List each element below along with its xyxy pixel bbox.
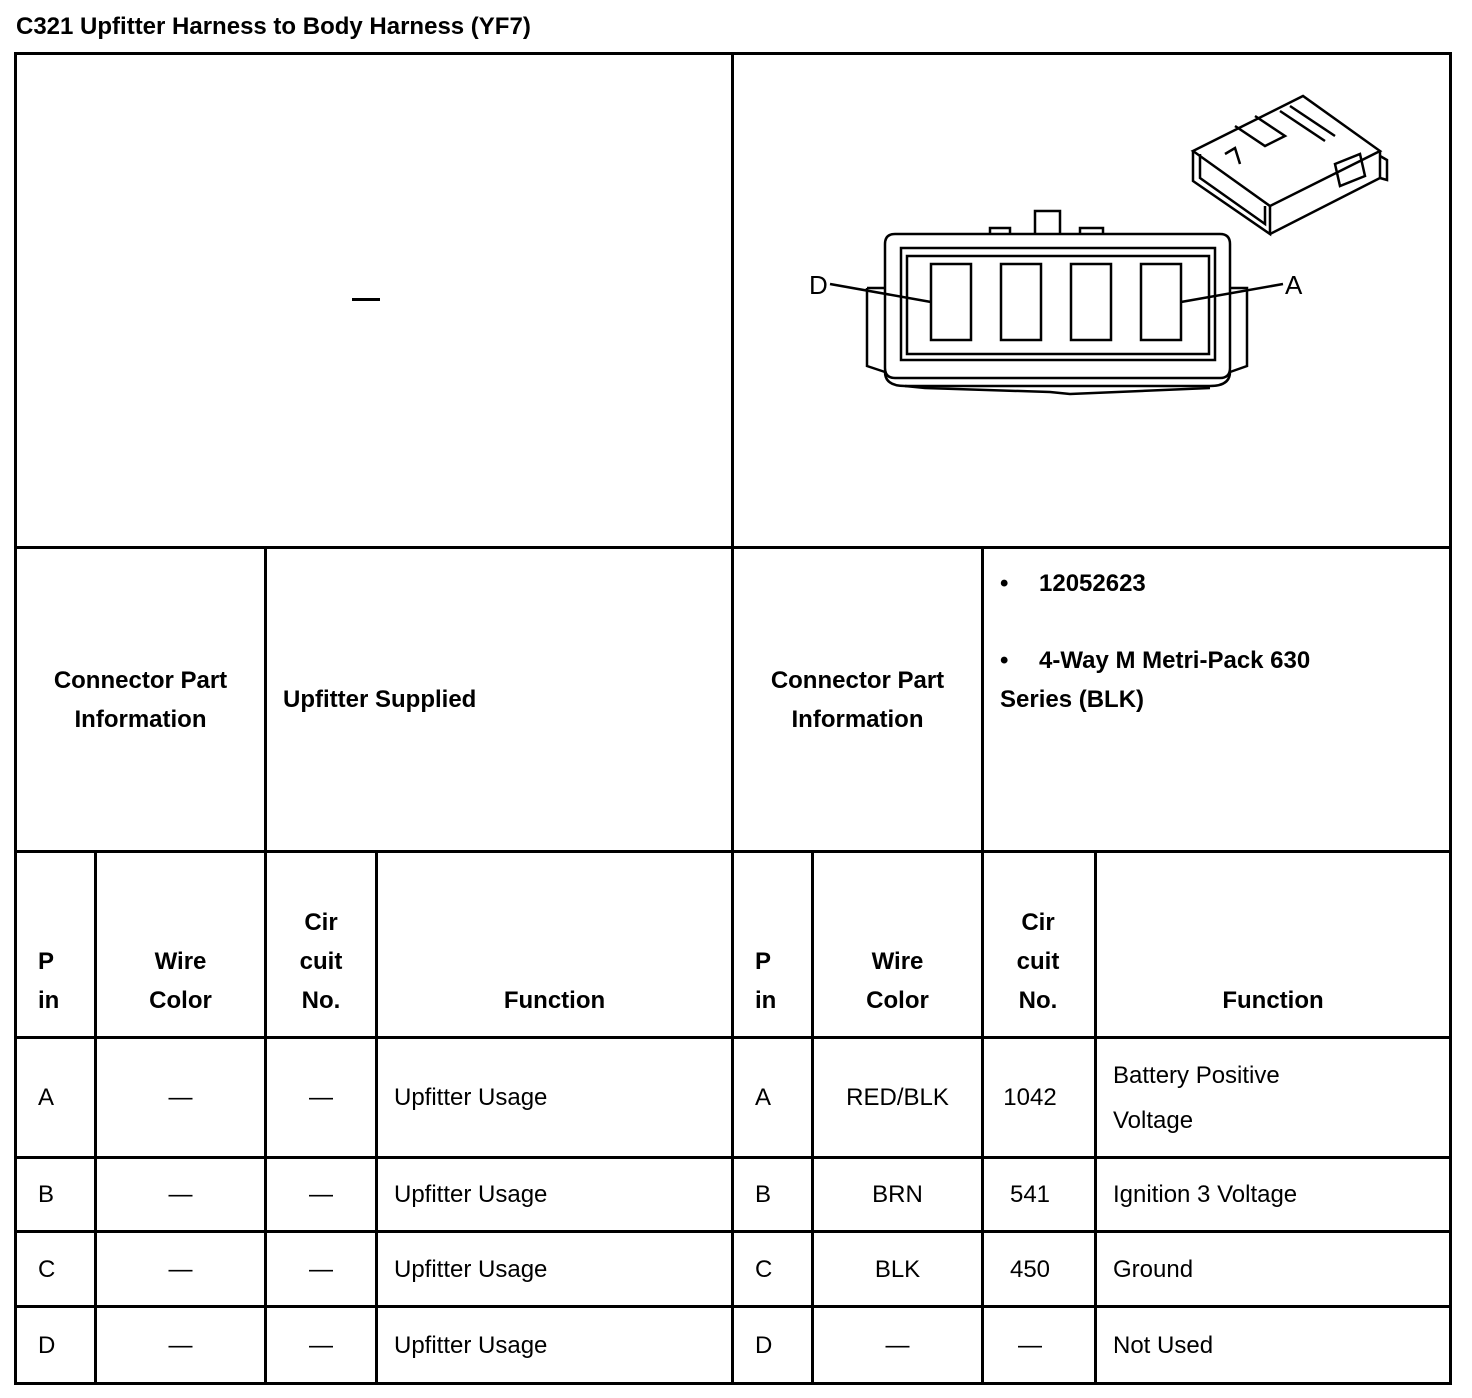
wire-color-cell: RED/BLK [846, 1084, 949, 1111]
grid-line [981, 546, 984, 1385]
wire-color-cell: — [168, 1255, 193, 1283]
grid-line [16, 1230, 1452, 1233]
grid-line [731, 52, 734, 1385]
function-cell: Ignition 3 Voltage [1113, 1181, 1298, 1208]
connector-part-info-value-left: Upfitter Supplied [283, 686, 477, 713]
connector-part-info-label-left: Connector Part Information [53, 666, 228, 733]
pin-cell: C [755, 1255, 773, 1283]
wire-color-cell: BRN [872, 1181, 923, 1208]
pin-cell: B [755, 1181, 772, 1208]
wire-color-cell: — [168, 1084, 193, 1111]
grid-line [1094, 850, 1097, 1385]
wire-color-cell: — [168, 1331, 193, 1359]
pin-a-label: A [1285, 270, 1303, 300]
grid-line [375, 850, 378, 1385]
function-cell: Ground [1113, 1255, 1194, 1283]
grid-line [16, 1382, 1452, 1385]
page-title: C321 Upfitter Harness to Body Harness (Y… [16, 13, 531, 40]
circuit-cell: — [309, 1084, 333, 1111]
circuit-cell: — [309, 1331, 333, 1359]
grid-line [16, 546, 1452, 549]
circuit-cell: — [1018, 1331, 1042, 1359]
wire-color-cell: BLK [874, 1255, 921, 1283]
function-cell: Upfitter Usage [394, 1181, 548, 1208]
wire-color-cell: — [885, 1331, 910, 1359]
function-cell: Upfitter Usage [394, 1331, 548, 1359]
grid-line [16, 1305, 1452, 1308]
pin-cell: A [755, 1084, 772, 1111]
grid-line [16, 52, 1452, 55]
grid-line [1449, 52, 1452, 1385]
grid-line [14, 52, 17, 1385]
grid-line [94, 850, 97, 1385]
pin-cell: D [755, 1331, 773, 1359]
grid-line [16, 1156, 1452, 1159]
grid-line [16, 1036, 1452, 1039]
list-item: • 4-Way M Metri-Pack 630 Series (BLK) [1000, 647, 1311, 713]
grid-line [264, 546, 267, 1385]
connector-face [829, 209, 1284, 396]
circuit-cell: 541 [1009, 1181, 1051, 1208]
circuit-cell: 1042 [1003, 1084, 1057, 1111]
connector-3d-icon [1190, 94, 1389, 237]
header-function-right: Function [1222, 987, 1324, 1014]
function-cell: Upfitter Usage [394, 1084, 548, 1111]
list-item: • 12052623 [1000, 570, 1146, 597]
circuit-cell: — [309, 1181, 333, 1208]
header-function-left: Function [503, 987, 606, 1014]
empty-image-placeholder [352, 298, 380, 301]
connector-illustration: D A [809, 94, 1389, 396]
pin-d-label: D [809, 270, 828, 300]
pin-cell: C [38, 1255, 56, 1283]
connector-part-list: • 12052623 • 4-Way M Metri-Pack 630 Seri… [1000, 564, 1370, 719]
connector-part-info-value-right: • 12052623 • 4-Way M Metri-Pack 630 Seri… [1000, 564, 1440, 844]
wire-color-cell: — [168, 1181, 193, 1208]
function-cell: Upfitter Usage [394, 1255, 548, 1283]
pin-cell: D [38, 1331, 56, 1359]
pin-cell: B [38, 1181, 55, 1208]
grid-line [811, 850, 814, 1385]
function-cell: Not Used [1113, 1331, 1214, 1359]
circuit-cell: — [309, 1255, 333, 1283]
grid-line [16, 850, 1452, 853]
pin-cell: A [38, 1084, 55, 1111]
connector-part-info-label-right: Connector Part Information [770, 666, 945, 733]
circuit-cell: 450 [1009, 1255, 1051, 1283]
